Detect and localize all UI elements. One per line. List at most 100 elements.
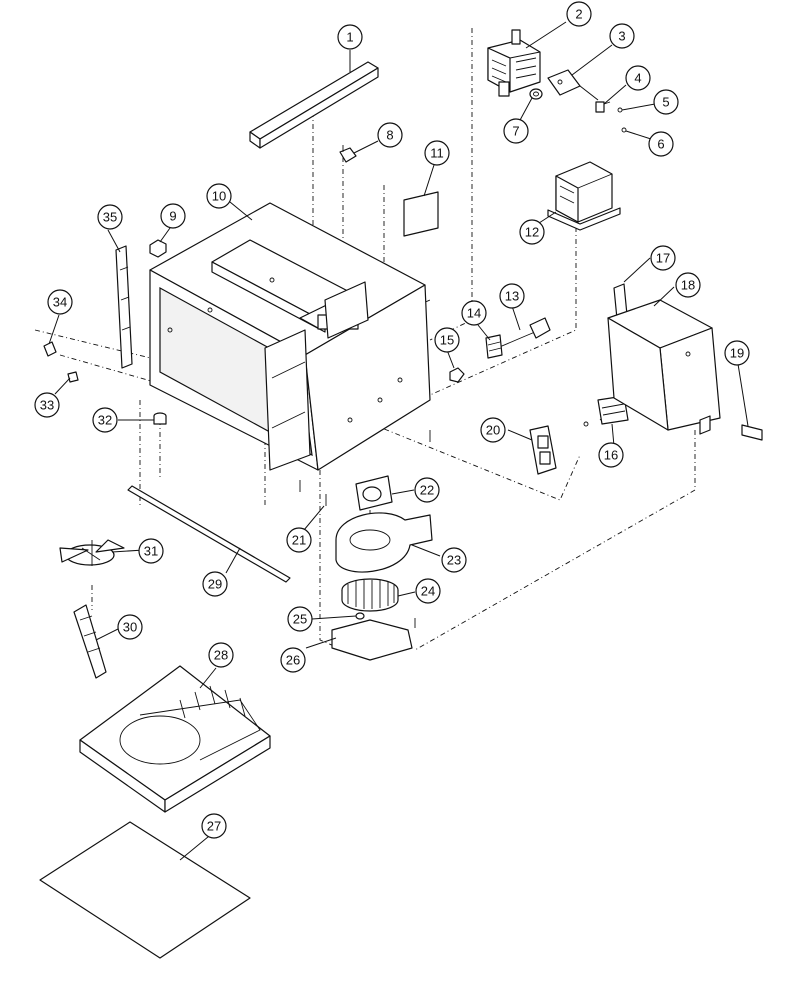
callout-7-label: 7: [512, 124, 519, 139]
callout-24: 24: [415, 578, 441, 604]
part-9-stopper: [149, 239, 167, 258]
callout-14-label: 14: [467, 306, 481, 321]
part-18-cover: [607, 299, 721, 431]
callout-31: 31: [138, 538, 164, 564]
callout-8: 8: [377, 122, 403, 148]
part-31-stirrer-fan: [59, 539, 125, 566]
callout-6-label: 6: [657, 137, 664, 152]
callout-17: 17: [650, 245, 676, 271]
callout-4: 4: [625, 65, 651, 91]
callout-11: 11: [424, 140, 450, 166]
callout-29-label: 29: [208, 577, 222, 592]
callout-21: 21: [286, 527, 312, 553]
part-4-thermal-switch: [595, 101, 611, 113]
part-11-panel: [403, 191, 439, 237]
callout-20-label: 20: [486, 423, 500, 438]
callout-2-label: 2: [575, 7, 582, 22]
callout-19: 19: [724, 340, 750, 366]
callout-7: 7: [503, 118, 529, 144]
callout-6: 6: [648, 131, 674, 157]
callout-32: 32: [92, 407, 118, 433]
part-23-fan-housing: [335, 512, 433, 573]
part-6-screw: [621, 127, 627, 133]
part-22-fan-motor: [355, 475, 393, 524]
callout-26-label: 26: [286, 653, 300, 668]
leader-lines: [48, 21, 749, 861]
callout-34: 34: [47, 289, 73, 315]
callout-23: 23: [441, 547, 467, 573]
callout-22: 22: [414, 477, 440, 503]
callout-24-label: 24: [421, 584, 435, 599]
callout-23-label: 23: [447, 553, 461, 568]
part-15-bushing: [449, 367, 465, 383]
callout-15-label: 15: [440, 333, 454, 348]
callout-22-label: 22: [420, 483, 434, 498]
callout-32-label: 32: [98, 413, 112, 428]
callout-26: 26: [280, 647, 306, 673]
part-3-bracket-plate: [547, 69, 599, 101]
part-14-cord-bushing: [485, 334, 503, 359]
part-10-oven-cavity: [149, 202, 431, 492]
callout-18: 18: [675, 272, 701, 298]
part-16-noise-filter: [583, 395, 629, 427]
part-34-fuse-holder: [43, 341, 57, 357]
callout-9-label: 9: [169, 209, 176, 224]
callout-30: 30: [117, 614, 143, 640]
callout-9: 9: [160, 203, 186, 229]
callout-2: 2: [566, 1, 592, 27]
callout-10: 10: [206, 183, 232, 209]
callout-5: 5: [653, 89, 679, 115]
callout-14: 14: [461, 300, 487, 326]
callout-20: 20: [480, 417, 506, 443]
callout-1-label: 1: [346, 30, 353, 45]
callout-35: 35: [97, 204, 123, 230]
part-1-top-bar: [249, 61, 379, 149]
part-24-blower-wheel: [341, 578, 399, 612]
part-33-clip: [67, 371, 79, 383]
part-30-stirrer-bracket: [73, 604, 107, 679]
callout-35-label: 35: [103, 210, 117, 225]
part-26-fan-base-plate: [331, 618, 416, 661]
callout-29: 29: [202, 571, 228, 597]
part-7-gasket: [529, 88, 543, 100]
callout-3-label: 3: [618, 29, 625, 44]
callout-4-label: 4: [634, 71, 641, 86]
callout-12: 12: [519, 219, 545, 245]
callout-27-label: 27: [207, 819, 221, 834]
callout-31-label: 31: [144, 544, 158, 559]
callout-28-label: 28: [214, 648, 228, 663]
callout-33-label: 33: [40, 398, 54, 413]
callout-25-label: 25: [293, 612, 307, 627]
part-19-latch-bar: [699, 415, 763, 441]
callout-10-label: 10: [212, 189, 226, 204]
part-28-bottom-tray: [79, 665, 271, 813]
callout-5-label: 5: [662, 95, 669, 110]
callout-28: 28: [208, 642, 234, 668]
callout-25: 25: [287, 606, 313, 632]
callout-17-label: 17: [656, 251, 670, 266]
part-20-switch-bracket: [529, 425, 557, 475]
callout-30-label: 30: [123, 620, 137, 635]
part-29-rail: [127, 485, 291, 583]
part-35-side-rail: [115, 245, 133, 369]
callout-13-label: 13: [505, 289, 519, 304]
part-25-washer: [355, 612, 365, 620]
callout-1: 1: [337, 24, 363, 50]
part-2-magnetron: [487, 29, 541, 97]
callout-16: 16: [598, 442, 624, 468]
part-32-lamp-socket: [153, 412, 167, 425]
callout-21-label: 21: [292, 533, 306, 548]
part-5-screw: [617, 107, 623, 113]
part-12-transformer: [547, 161, 621, 231]
callout-16-label: 16: [604, 448, 618, 463]
callout-18-label: 18: [681, 278, 695, 293]
part-8-clip: [339, 145, 357, 163]
callout-3: 3: [609, 23, 635, 49]
part-27-base-sheet: [39, 821, 251, 959]
callout-33: 33: [34, 392, 60, 418]
callout-19-label: 19: [730, 346, 744, 361]
callout-13: 13: [499, 283, 525, 309]
callout-11-label: 11: [430, 146, 444, 161]
callout-12-label: 12: [525, 225, 539, 240]
